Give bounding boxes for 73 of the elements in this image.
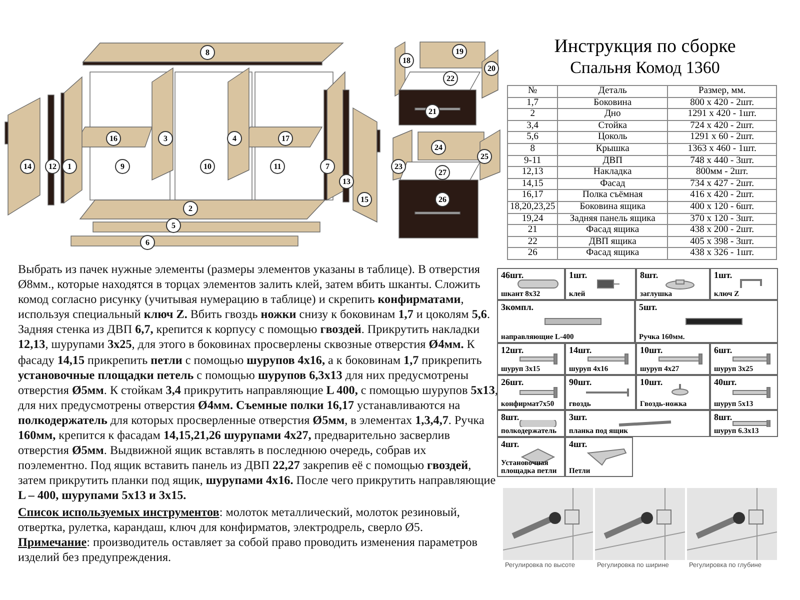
quantity-text: 8шт.	[714, 412, 732, 422]
tools-list-paragraph: Список используемых инструментов: молоток металлический, молоток резиновый, отвертка, рулетка, карандаш, ключ для конфирматов, электродрель, сверло Ø5.	[18, 505, 461, 536]
callout-number: 6	[140, 235, 155, 250]
table-cell: 1291 x 60 - 2шт.	[668, 132, 776, 144]
table-cell: 22	[508, 236, 558, 248]
table-cell: 405 x 398 - 3шт.	[668, 236, 776, 248]
table-cell: 370 x 120 - 3шт.	[668, 213, 776, 225]
callout-number: 18	[399, 53, 414, 68]
quantity-text: 3шт.	[569, 412, 588, 422]
quantity-text: 8шт.	[640, 270, 658, 280]
quantity-text: 40шт.	[714, 377, 737, 387]
table-cell: 14,15	[508, 178, 558, 190]
table-cell: ДВП	[558, 155, 668, 167]
table-cell: 5,6	[508, 132, 558, 144]
quantity-text: 4шт.	[569, 439, 588, 449]
table-cell: 19,24	[508, 213, 558, 225]
table-cell: 438 x 200 - 2шт.	[668, 224, 776, 236]
table-cell: Дно	[558, 108, 668, 120]
table-cell: Боковина	[558, 97, 668, 109]
table-cell: 800мм - 2шт.	[668, 166, 776, 178]
table-cell: 800 x 420 - 2шт.	[668, 97, 776, 109]
callout-number: 23	[391, 159, 406, 174]
table-cell: 9-11	[508, 155, 558, 167]
table-cell: Стойка	[558, 120, 668, 132]
table-cell: 12,13	[508, 166, 558, 178]
table-cell: 400 x 120 - 6шт.	[668, 201, 776, 214]
table-cell: 2	[508, 108, 558, 120]
table-cell: Крышка	[558, 143, 668, 156]
quantity-text: 14шт.	[569, 345, 592, 355]
table-cell: Цоколь	[558, 132, 668, 144]
table-cell: Полка съёмная	[558, 190, 668, 202]
table-cell: 3,4	[508, 120, 558, 132]
table-cell: 18,20,23,25	[508, 201, 558, 214]
quantity-text: 1шт.	[569, 270, 588, 280]
callout-number: 12	[45, 159, 60, 174]
table-cell: 724 x 420 - 2шт.	[668, 120, 776, 132]
table-cell: Боковина ящика	[558, 201, 668, 214]
table-cell: 1291 x 420 - 1шт.	[668, 108, 776, 120]
table-cell: 416 x 420 - 2шт.	[668, 190, 776, 202]
table-cell: Фасад ящика	[558, 224, 668, 236]
table-cell: ДВП ящика	[558, 236, 668, 248]
table-cell: 438 x 326 - 1шт.	[668, 248, 776, 260]
quantity-text: 12шт.	[501, 345, 524, 355]
quantity-text: 10шт.	[640, 377, 663, 387]
subtitle: Спальня Комод 1360	[569, 58, 721, 78]
note-paragraph: Примечание: производитель оставляет за собой право проводить изменения параметров изделий без предупреждения.	[18, 535, 478, 566]
table-header-cell: Размер, мм.	[668, 86, 776, 98]
table-cell: 1,7	[508, 97, 558, 109]
quantity-text: 3компл.	[501, 302, 534, 312]
instruction-paragraph: Выбрать из пачек нужные элементы (размеры элементов указаны в таблице). В отверстия Ø8мм., которые находятся в торцах элементов залить клей, затем вбить шканты. Сложить комод согласно рисунку (учитывая нумерацию в таблице) и скрепить конфирматами, используя специальный ключ Z. Вбить гвоздь ножки снизу к боковинам 1,7 и цоколям 5,6. Задняя стенка из ДВП 6,7, крепится к корпусу с помощью гвоздей. Прикрутить накладки 12,13, шурупами 3х25, для этого в боковинах просверлены сквозные отверстия Ø4мм. К фасаду 14,15 прикрепить петли с помощью шурупов 4х16, а к боковинам 1,7 прикрепить установочные площадки петель с помощью шурупов 6,3х13 для них предусмотрены отверстия Ø5мм. К стойкам 3,4 прикрутить направляющие L 400, с помощью шурупов 5х13, для них предусмотрены отверстия Ø4мм. Съемные полки 16,17 устанавливаются на полкодержатель для которых просверленные отверстия Ø5мм, в элементах 1,3,4,7. Ручка 160мм, крепится к фасадам 14,15,21,26 шурупами 4х27, предварительно засверлив отверстия Ø5мм. Выдвижной ящик вставлять в последнюю очередь, собрав их поэлементно. Под ящик вставить панель из ДВП 22,27 закрепив её с помощью гвоздей, затем прикрутить планки под ящик, шурупами 4х16. После чего прикрутить направляющие L – 400, шурупами 5х13 и 3х15.	[18, 262, 498, 504]
quantity-text: 4шт.	[501, 439, 520, 449]
quantity-text: 90шт.	[569, 377, 592, 387]
table-header-cell: Деталь	[558, 86, 668, 98]
quantity-text: 6шт.	[714, 345, 732, 355]
quantity-text: 1шт.	[714, 270, 732, 280]
table-cell: 21	[508, 224, 558, 236]
table-cell: 26	[508, 248, 558, 260]
table-cell: 16,17	[508, 190, 558, 202]
table-cell: Накладка	[558, 166, 668, 178]
quantity-text: 8шт.	[501, 412, 520, 422]
table-cell: 8	[508, 143, 558, 156]
quantity-text: 46шт.	[501, 270, 524, 280]
quantity-text: 5шт.	[639, 302, 658, 312]
table-cell: 1363 x 460 - 1шт.	[668, 143, 776, 156]
quantity-text: 10шт.	[640, 345, 663, 355]
title: Инструкция по сборке	[553, 36, 737, 58]
table-cell: 734 x 427 - 2шт.	[668, 178, 776, 190]
table-cell: 748 x 440 - 3шт.	[668, 155, 776, 167]
table-header-cell: №	[508, 86, 558, 98]
table-cell: Задняя панель ящика	[558, 213, 668, 225]
quantity-text: 26шт.	[501, 377, 524, 387]
table-cell: Фасад ящика	[558, 248, 668, 260]
table-cell: Фасад	[558, 178, 668, 190]
